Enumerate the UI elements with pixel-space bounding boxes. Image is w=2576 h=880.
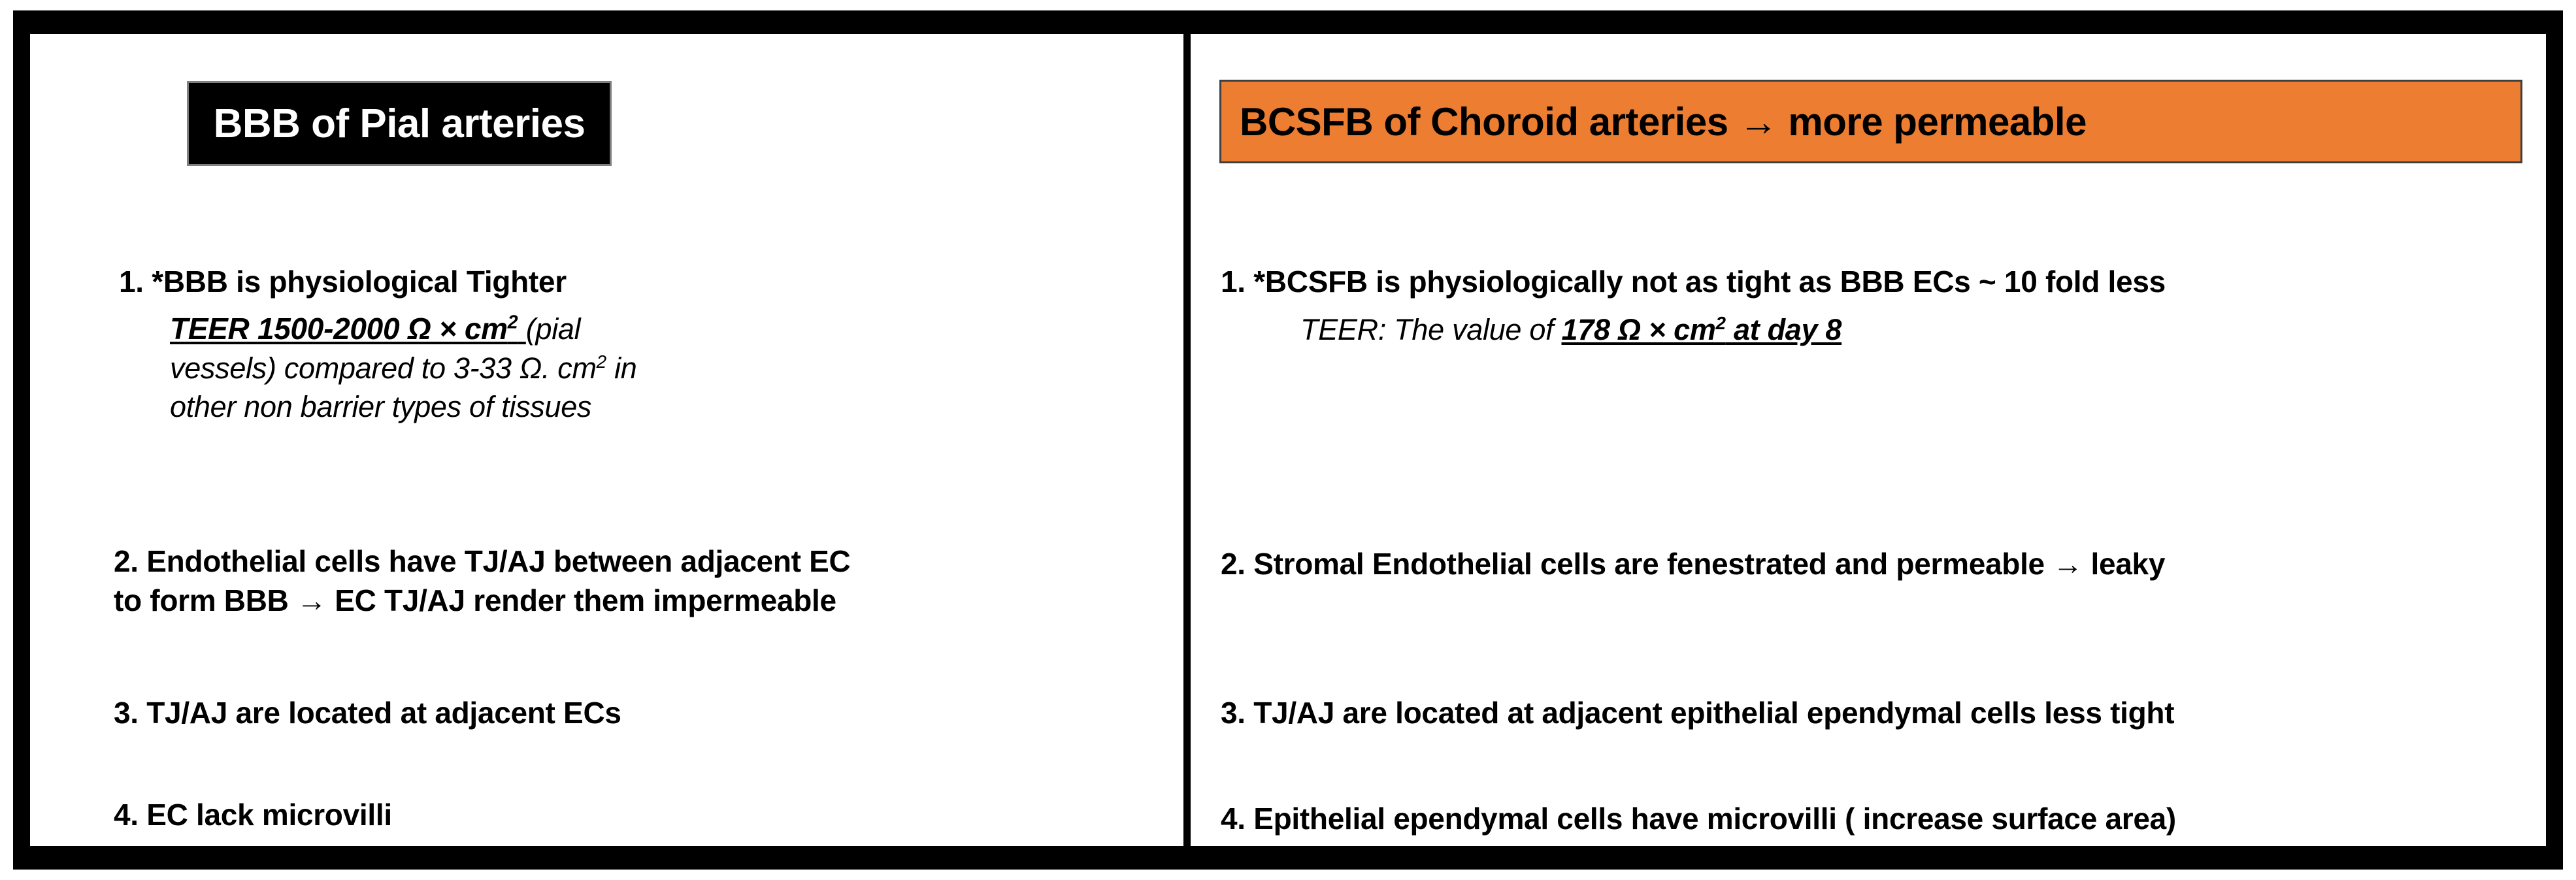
right-item-1-teer-superscript: 2 [1715, 312, 1726, 333]
left-item-1-compare-tail: in [614, 351, 637, 385]
right-item-1-teer-day: at day 8 [1725, 312, 1842, 346]
right-item-1-number: 1. [1221, 265, 1246, 299]
left-item-1-head-line: 1. *BBB is physiological Tighter [119, 263, 772, 302]
right-list-item-4: 4. Epithelial ependymal cells have micro… [1221, 800, 2546, 839]
left-list-item-3: 3. TJ/AJ are located at adjacent ECs [114, 694, 1094, 733]
left-item-1-compare-line: vessels) compared to 3-33 Ω. cm2 in [170, 351, 637, 385]
right-item-2-number: 2. [1221, 547, 1246, 581]
right-list-item-3: 3. TJ/AJ are located at adjacent epithel… [1221, 694, 2541, 733]
left-item-1-teer-value: TEER 1500-2000 Ω × cm [170, 311, 508, 346]
left-column: BBB of Pial arteries 1. *BBB is physiolo… [30, 34, 1183, 846]
right-item-3-line-1: TJ/AJ are located at adjacent epithelial… [1253, 696, 2175, 730]
left-item-4-line-1: EC lack microvilli [146, 798, 392, 832]
right-item-1-teer-value: 178 Ω × cm [1561, 312, 1716, 346]
slide-frame-border: BBB of Pial arteries 1. *BBB is physiolo… [13, 10, 2563, 870]
left-item-1-teer-superscript: 2 [507, 312, 518, 333]
right-column: BCSFB of Choroid arteries → more permeab… [1191, 34, 2546, 846]
left-item-1-compare-text: vessels) compared to 3-33 Ω. cm [170, 351, 597, 385]
right-item-1-teer-emphasis: 178 Ω × cm2 at day 8 [1561, 313, 1841, 346]
right-item-1-teer-lead: TEER: The value of [1300, 312, 1562, 346]
right-list-item-2: 2. Stromal Endothelial cells are fenestr… [1221, 545, 2541, 584]
right-item-4-line-1: Epithelial ependymal cells have microvil… [1253, 802, 2176, 836]
right-item-1-head-text: *BCSFB is physiologically not as tight a… [1253, 265, 2166, 299]
right-list-item-1: 1. *BCSFB is physiologically not as tigh… [1221, 263, 2541, 349]
left-item-4-number: 4. [114, 798, 139, 832]
column-divider [1183, 34, 1191, 846]
right-item-2-line-1: Stromal Endothelial cells are fenestrate… [1253, 547, 2166, 581]
left-item-3-number: 3. [114, 696, 139, 730]
left-item-1-tissues-line: other non barrier types of tissues [170, 390, 592, 424]
left-item-1-number: 1. [119, 265, 144, 299]
slide-inner: BBB of Pial arteries 1. *BBB is physiolo… [30, 34, 2546, 846]
left-column-header: BBB of Pial arteries [187, 81, 612, 166]
left-item-1-paren-a: (pial [525, 312, 581, 346]
left-item-2-line-1: Endothelial cells have TJ/AJ between adj… [146, 544, 851, 578]
left-item-2-line-2: to form BBB → EC TJ/AJ render them imper… [114, 583, 836, 617]
right-item-4-number: 4. [1221, 802, 1246, 836]
right-column-header: BCSFB of Choroid arteries → more permeab… [1219, 80, 2522, 163]
left-list-item-1: 1. *BBB is physiological Tighter TEER 15… [119, 263, 772, 427]
right-item-1-head-line: 1. *BCSFB is physiologically not as tigh… [1221, 263, 2541, 302]
right-item-3-number: 3. [1221, 696, 1246, 730]
right-item-1-body: TEER: The value of 178 Ω × cm2 at day 8 [1300, 311, 2541, 350]
left-item-2-number: 2. [114, 544, 139, 578]
left-item-3-line-1: TJ/AJ are located at adjacent ECs [146, 696, 621, 730]
left-item-1-body: TEER 1500-2000 Ω × cm2 (pial vessels) co… [170, 310, 772, 427]
left-list-item-4: 4. EC lack microvilli [114, 796, 898, 835]
left-list-item-2: 2. Endothelial cells have TJ/AJ between … [114, 542, 1159, 621]
left-item-1-compare-superscript: 2 [596, 351, 607, 372]
left-item-1-head-text: *BBB is physiological Tighter [152, 265, 567, 299]
left-item-1-teer-emphasis: TEER 1500-2000 Ω × cm2 [170, 312, 526, 346]
